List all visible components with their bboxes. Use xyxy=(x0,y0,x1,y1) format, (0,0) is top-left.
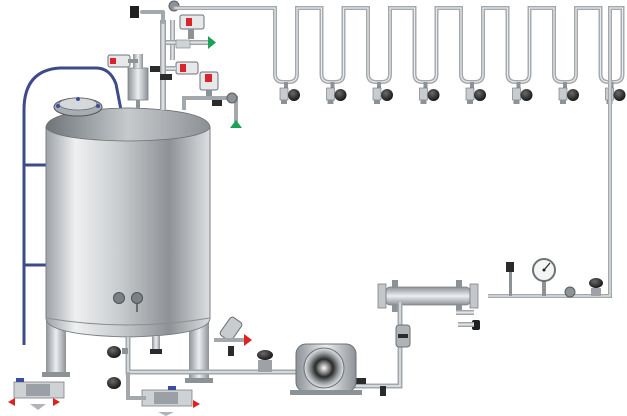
valve-handle-icon[interactable] xyxy=(107,377,121,389)
spray-ball-housing xyxy=(127,67,149,101)
flow-arrow-icon xyxy=(8,398,15,406)
vent-filter-icon xyxy=(230,120,242,128)
sample-valve[interactable] xyxy=(214,316,252,356)
level-sensor-icon xyxy=(113,292,125,304)
valve-handle-icon[interactable] xyxy=(558,82,579,104)
loop-valves xyxy=(279,82,626,104)
valve-handle-icon[interactable] xyxy=(107,346,121,358)
valve-handle-icon[interactable] xyxy=(465,82,486,104)
valve-handle-icon[interactable] xyxy=(419,82,440,104)
temperature-sensor-icon xyxy=(131,292,143,304)
valve-handle-icon[interactable] xyxy=(512,82,533,104)
valve-handle-icon[interactable] xyxy=(372,82,393,104)
actuator-valve-icon[interactable] xyxy=(175,61,199,75)
vent-filter-icon xyxy=(208,36,216,49)
tank xyxy=(42,97,213,383)
actuator-valve-icon[interactable] xyxy=(107,54,138,68)
heat-exchanger xyxy=(377,280,480,330)
valve-handle-icon[interactable] xyxy=(130,6,139,18)
flow-arrow-icon xyxy=(244,334,252,346)
distribution-loop xyxy=(130,0,625,84)
ladder xyxy=(22,66,123,345)
valve-handle-icon[interactable] xyxy=(257,350,273,360)
flow-arrow-icon xyxy=(53,398,60,406)
flow-arrow-icon xyxy=(193,400,200,408)
valve-handle-icon[interactable] xyxy=(326,82,347,104)
centrifugal-pump xyxy=(290,343,362,395)
actuator-valve-icon[interactable] xyxy=(179,14,205,39)
manway xyxy=(53,97,103,117)
valve-handle-icon[interactable] xyxy=(589,278,603,288)
pressure-gauge xyxy=(532,258,556,296)
actuator-valve-icon[interactable] xyxy=(199,71,219,100)
vent-column xyxy=(160,20,166,110)
tank-leg-right xyxy=(189,318,209,380)
tank-leg-left xyxy=(46,318,66,373)
valve-handle-icon[interactable] xyxy=(279,82,300,104)
outlets xyxy=(8,372,200,416)
